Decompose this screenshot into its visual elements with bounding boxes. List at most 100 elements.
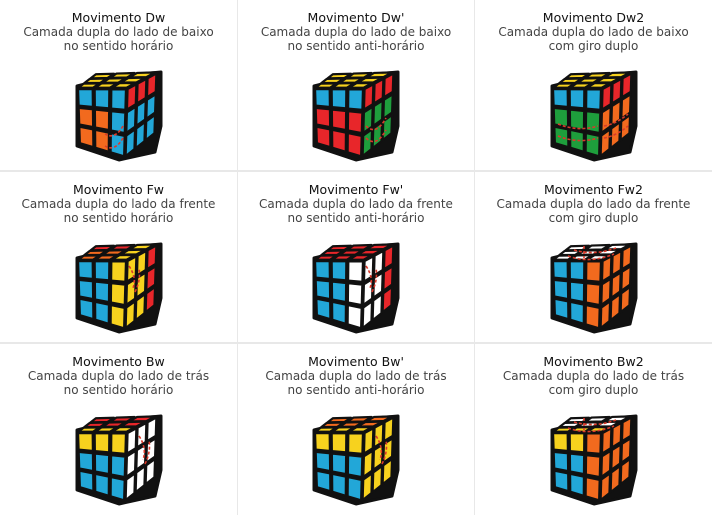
move-direction: no sentido anti-horário: [287, 39, 425, 53]
side-face-sticker: [135, 249, 147, 277]
front-face-sticker: [551, 88, 569, 109]
cube-svg: [75, 414, 162, 506]
side-face-sticker: [619, 437, 632, 464]
front-face-sticker: [109, 454, 126, 479]
side-face-sticker: [135, 421, 147, 449]
top-face-sticker: [119, 248, 146, 256]
front-face-sticker: [313, 432, 332, 453]
top-face-sticker: [594, 248, 621, 256]
move-direction: com giro duplo: [548, 39, 639, 53]
move-description: Camada dupla do lado de trás: [27, 369, 210, 383]
front-face-sticker: [568, 260, 585, 282]
side-face-sticker: [125, 427, 137, 455]
rotation-arrow-icon: [557, 113, 629, 142]
front-face-sticker: [315, 125, 332, 149]
move-title: Movimento Fw2: [544, 182, 643, 197]
top-face-sticker: [347, 81, 374, 89]
move-description: Camada dupla do lado de baixo: [23, 25, 214, 39]
rotation-arrow-icon: [375, 435, 388, 465]
side-face-sticker: [600, 83, 612, 111]
top-face-sticker: [585, 253, 611, 261]
side-face-sticker: [145, 416, 157, 443]
top-face-sticker: [314, 426, 338, 433]
rubiks-cube-illustration: [69, 408, 169, 506]
top-face-sticker: [347, 425, 374, 433]
side-face-sticker: [381, 457, 394, 486]
front-face-sticker: [584, 303, 601, 330]
front-face-sticker: [93, 472, 110, 497]
side-face-sticker: [145, 244, 157, 271]
top-face-sticker: [314, 82, 338, 89]
side-face-sticker: [619, 285, 631, 314]
front-face-sticker: [313, 88, 332, 109]
front-face-sticker: [109, 131, 126, 158]
top-face-sticker: [345, 415, 373, 424]
front-face-sticker: [568, 452, 585, 476]
top-face-sticker: [108, 243, 136, 252]
front-face-sticker: [76, 88, 94, 109]
front-face-sticker: [330, 432, 348, 454]
rubiks-cube-illustration: [544, 236, 644, 334]
front-face-sticker: [551, 432, 569, 453]
cube-svg: [550, 414, 637, 506]
front-face-sticker: [109, 110, 126, 135]
front-face-sticker: [77, 278, 94, 301]
top-face-sticker: [583, 415, 611, 424]
move-card-dw2: Movimento Dw2 Camada dupla do lado de ba…: [475, 0, 712, 170]
side-face-sticker: [362, 255, 375, 283]
move-card-bw: Movimento Bw Camada dupla do lado de trá…: [0, 344, 237, 515]
front-face-sticker: [93, 108, 110, 132]
front-face-sticker: [77, 297, 94, 321]
top-face-sticker: [119, 420, 146, 428]
front-face-sticker: [330, 128, 348, 153]
side-face-sticker: [382, 93, 394, 120]
side-face-sticker: [134, 465, 146, 494]
front-face-sticker: [109, 260, 127, 283]
top-face-sticker: [331, 82, 356, 89]
front-face-sticker: [584, 454, 601, 479]
side-face-sticker: [619, 113, 631, 142]
top-face-sticker: [602, 415, 631, 423]
front-face-sticker: [330, 260, 348, 282]
side-face-sticker: [362, 427, 375, 455]
side-face-sticker: [145, 72, 157, 99]
side-face-sticker: [144, 265, 157, 292]
side-face-sticker: [382, 72, 395, 99]
side-face-sticker: [382, 265, 394, 292]
top-face-sticker: [110, 425, 136, 433]
cube-svg: [75, 242, 162, 334]
side-face-sticker: [372, 421, 385, 449]
top-face-sticker: [76, 254, 101, 261]
front-face-sticker: [346, 454, 364, 479]
top-face-sticker: [93, 254, 119, 261]
rotation-arrow-icon: [127, 265, 140, 293]
rubiks-cube-illustration: [544, 64, 644, 162]
rubiks-cube-illustration: [306, 64, 406, 162]
side-face-sticker: [610, 249, 622, 277]
front-face-sticker: [330, 108, 348, 132]
front-face-sticker: [93, 452, 110, 476]
side-face-sticker: [381, 285, 394, 314]
move-description: Camada dupla do lado de trás: [502, 369, 685, 383]
side-face-sticker: [619, 265, 632, 292]
front-face-sticker: [568, 128, 585, 153]
front-face-sticker: [568, 432, 585, 454]
move-title: Movimento Fw: [72, 182, 165, 197]
front-face-sticker: [584, 88, 602, 111]
top-face-sticker: [76, 426, 101, 433]
front-face-sticker: [330, 472, 348, 497]
rubiks-cube-illustration: [306, 236, 406, 334]
move-title: Movimento Bw2: [543, 354, 644, 369]
front-face-sticker: [584, 475, 601, 502]
front-face-sticker: [346, 88, 365, 111]
top-face-sticker: [345, 71, 373, 80]
front-face-sticker: [568, 88, 585, 110]
top-face-sticker: [108, 415, 136, 424]
side-face-sticker: [372, 99, 384, 127]
move-title: Movimento Bw': [308, 354, 404, 369]
side-face-sticker: [361, 128, 374, 158]
front-face-sticker: [568, 280, 585, 304]
top-face-sticker: [585, 425, 611, 433]
rotation-arrow-icon: [104, 125, 124, 149]
top-face-sticker: [93, 82, 119, 89]
